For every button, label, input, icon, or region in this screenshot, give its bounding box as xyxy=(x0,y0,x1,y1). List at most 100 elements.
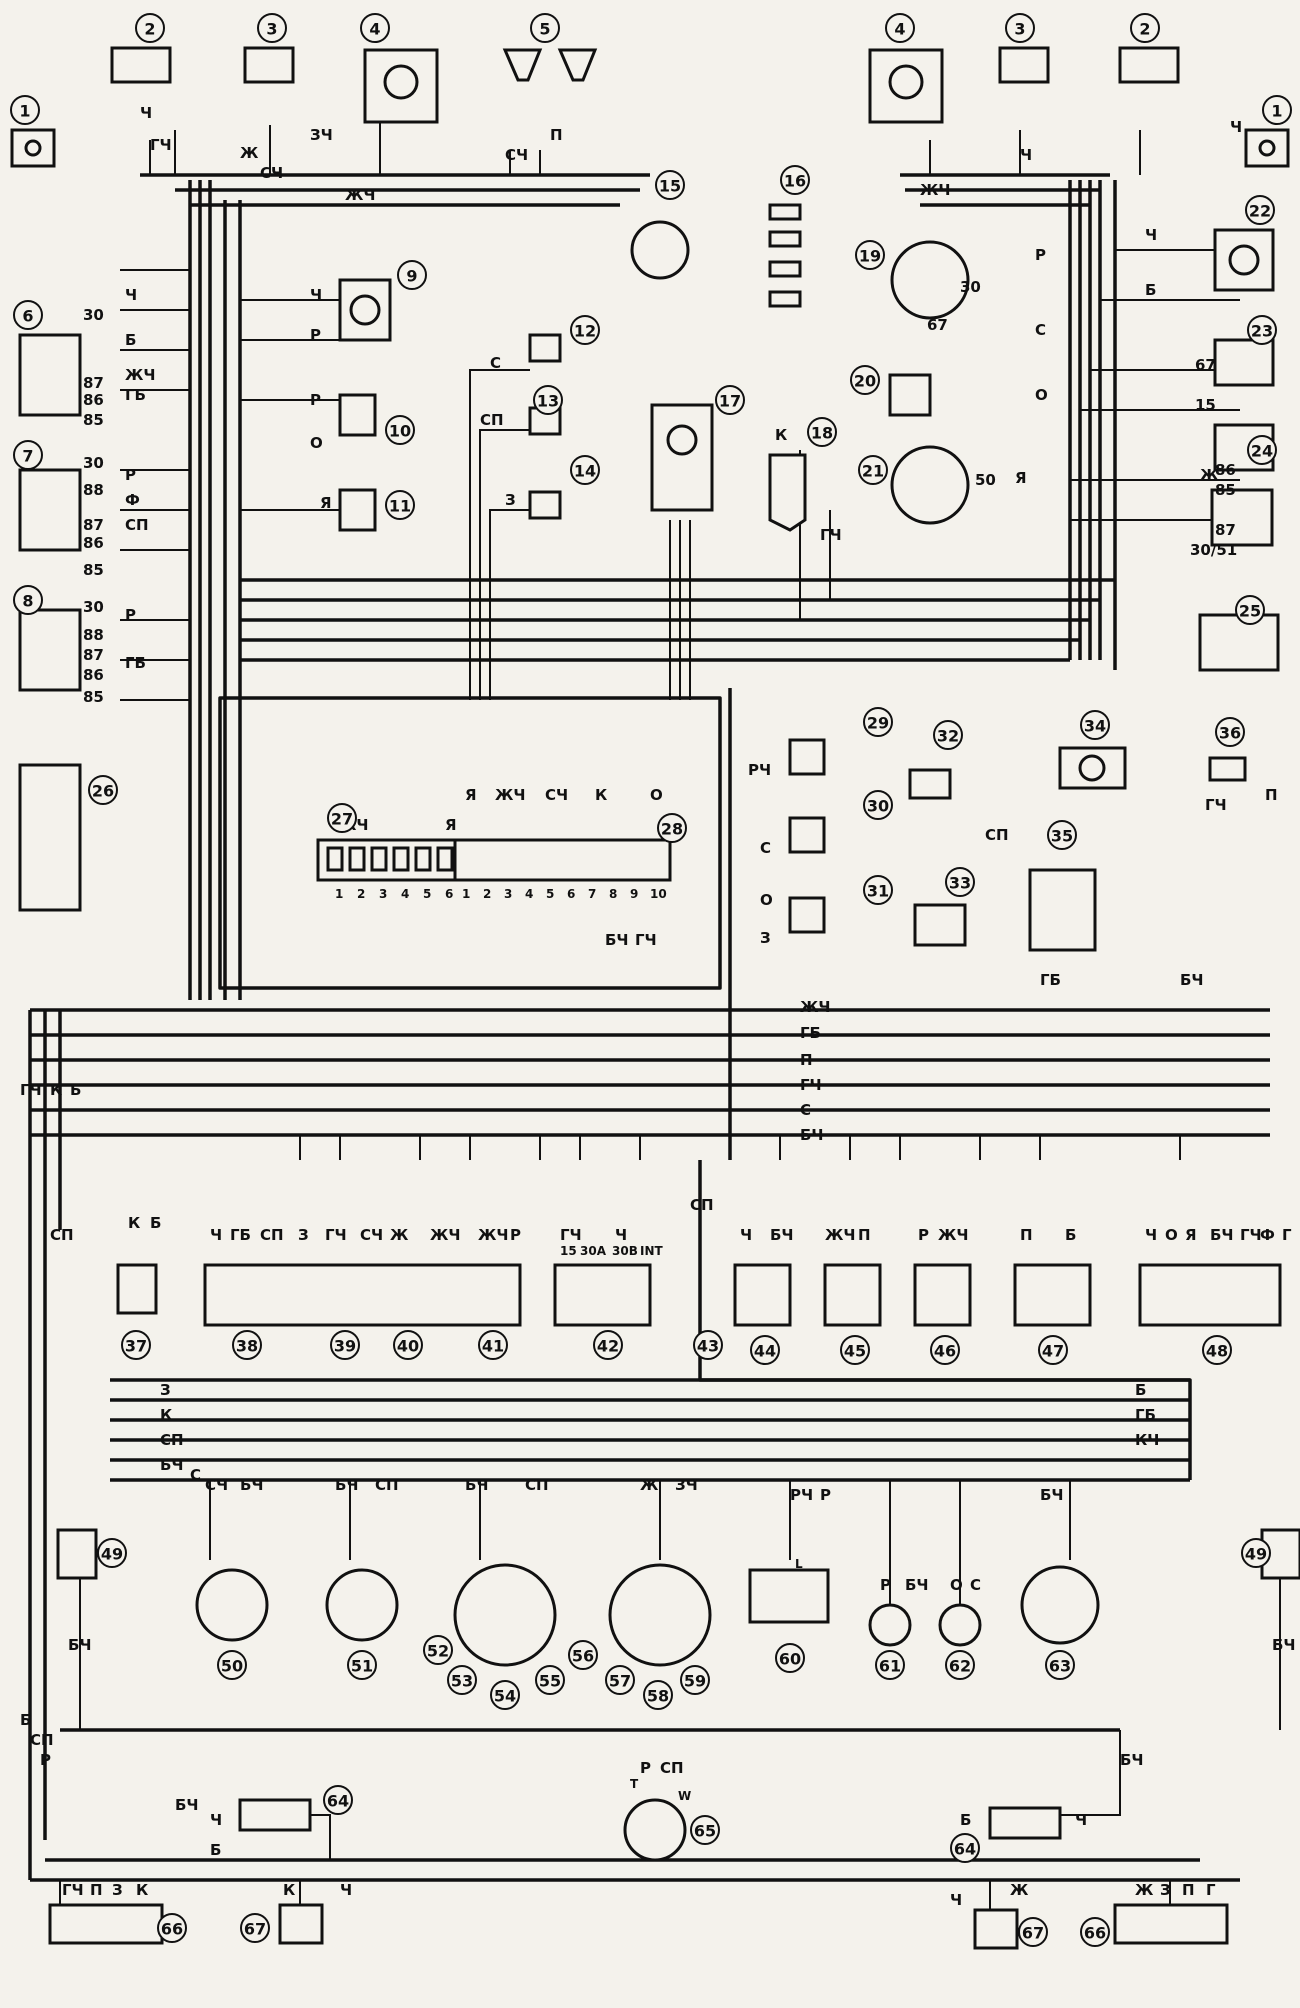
component-number: 67 xyxy=(244,1920,266,1939)
callout-circle xyxy=(690,1815,720,1845)
wire-label: КЧ xyxy=(1135,1431,1159,1449)
component-number: 8 xyxy=(22,592,33,611)
fuse-number: 4 xyxy=(525,887,533,901)
fuse-box-27 xyxy=(316,838,462,882)
component-number: 24 xyxy=(1251,442,1273,461)
component-number: 39 xyxy=(334,1337,356,1356)
callout-circle xyxy=(13,440,43,470)
wire-label: ГЧ xyxy=(20,1081,42,1099)
terminal-label: L xyxy=(795,1557,803,1571)
wire-label: О xyxy=(1165,1226,1178,1244)
wire-label: СП xyxy=(30,1731,54,1749)
wire-label: З xyxy=(1160,1881,1171,1899)
wire-label: Я xyxy=(445,816,457,834)
wire-label: 50 xyxy=(975,471,996,489)
wire-label: Ж xyxy=(640,1476,659,1494)
callout-circle xyxy=(858,455,888,485)
wire-label: БЧ xyxy=(175,1796,199,1814)
wire-label: О xyxy=(650,786,663,804)
component-number: 11 xyxy=(389,497,411,516)
callout-circle xyxy=(397,260,427,290)
wire-label: Ж xyxy=(1135,1881,1154,1899)
wire-label: Р xyxy=(510,1226,521,1244)
wire-label: ГЧ xyxy=(635,931,657,949)
component-number: 20 xyxy=(854,372,876,391)
wire-label: С xyxy=(1035,321,1046,339)
component-number: 22 xyxy=(1249,202,1271,221)
wire-label: Р xyxy=(640,1759,651,1777)
component-number: 48 xyxy=(1206,1342,1228,1361)
wire-label: К xyxy=(50,1081,63,1099)
callout-circle xyxy=(347,1650,377,1680)
wire-label: СЧ xyxy=(505,146,528,164)
callout-circle xyxy=(10,95,40,125)
wire-label: 30 xyxy=(83,598,104,616)
component-number: 27 xyxy=(331,810,353,829)
wire-label: П xyxy=(1265,786,1278,804)
wire-label: Р xyxy=(310,391,321,409)
callout-circle xyxy=(1130,13,1160,43)
wire-label: С xyxy=(760,839,771,857)
wire-label: ГБ xyxy=(1040,971,1061,989)
component-number: 60 xyxy=(779,1650,801,1669)
callout-circle xyxy=(1047,820,1077,850)
wire-label: СЧ xyxy=(545,786,568,804)
component-number: 3 xyxy=(266,20,277,39)
component-number: 26 xyxy=(92,782,114,801)
component-number: 41 xyxy=(482,1337,504,1356)
callout-circle xyxy=(930,1335,960,1365)
component-number: 45 xyxy=(844,1342,866,1361)
wire-label: Ф xyxy=(125,491,140,509)
component-number: 34 xyxy=(1084,717,1106,736)
ignition xyxy=(630,203,802,308)
wire-label: 87 xyxy=(83,374,104,392)
wire-label: ГЧ xyxy=(1240,1226,1262,1244)
component-number: 63 xyxy=(1049,1657,1071,1676)
wire-fanout xyxy=(59,120,1281,1920)
component-number: 61 xyxy=(879,1657,901,1676)
wire-label: 87 xyxy=(83,516,104,534)
callout-circle xyxy=(875,1650,905,1680)
wire-label: Б xyxy=(125,331,136,349)
component-number: 42 xyxy=(597,1337,619,1356)
wire-label: Ч xyxy=(1075,1811,1087,1829)
component-number: 51 xyxy=(351,1657,373,1676)
fuse-number: 3 xyxy=(379,887,387,901)
wire-label: С xyxy=(490,354,501,372)
wire-label: ГЧ xyxy=(820,526,842,544)
component-number: 15 xyxy=(659,177,681,196)
callout-circle xyxy=(257,13,287,43)
callout-circle xyxy=(1215,717,1245,747)
wire-label: Ч xyxy=(125,286,137,304)
wire-label: 30 xyxy=(83,306,104,324)
wire-label: Ж xyxy=(390,1226,409,1244)
callout-circle xyxy=(423,1635,453,1665)
wire-label: СП xyxy=(50,1226,74,1244)
front-light-right xyxy=(868,46,1290,168)
component-number: 66 xyxy=(161,1920,183,1939)
wire-label: БЧ xyxy=(800,1126,824,1144)
switches-29-36 xyxy=(788,738,1247,952)
callout-circle xyxy=(863,707,893,737)
wire-label: П xyxy=(800,1051,813,1069)
wire-label: 67 xyxy=(1195,356,1216,374)
callout-circle xyxy=(863,790,893,820)
wire-label: Ч xyxy=(1145,226,1157,244)
wire-label: 30/51 xyxy=(1190,541,1237,559)
wire-label: СП xyxy=(660,1759,684,1777)
wire-label: Г xyxy=(1282,1226,1292,1244)
wire-label: ГЧ xyxy=(1205,796,1227,814)
callout-circle xyxy=(535,1665,565,1695)
callout-circle xyxy=(1241,1538,1271,1568)
wire-label: П xyxy=(1020,1226,1033,1244)
component-number: 52 xyxy=(427,1642,449,1661)
callout-circle xyxy=(1235,595,1265,625)
wire-label: К xyxy=(128,1214,141,1232)
component-number: 2 xyxy=(1139,20,1150,39)
wire-label: Б xyxy=(70,1081,81,1099)
wire-label: БЧ xyxy=(1120,1751,1144,1769)
callout-circle xyxy=(478,1330,508,1360)
fuse-number: 7 xyxy=(588,887,596,901)
wire-label: СЧ xyxy=(205,1476,228,1494)
